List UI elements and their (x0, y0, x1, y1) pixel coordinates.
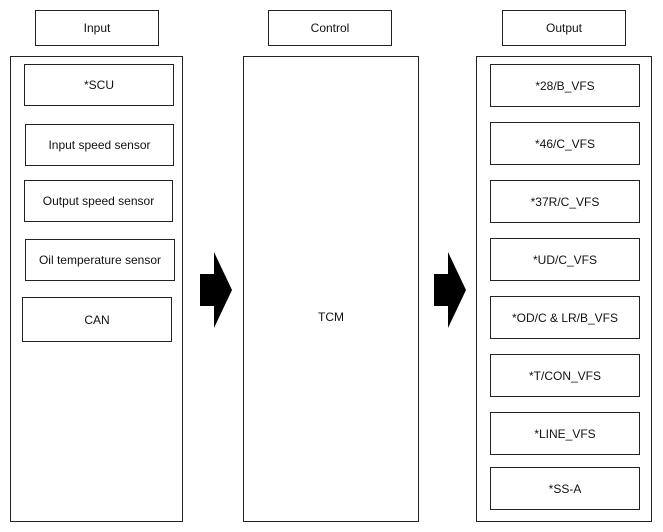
output-udc-vfs: *UD/C_VFS (490, 238, 640, 281)
input-speed-sensor: Input speed sensor (25, 124, 174, 166)
output-tcon-vfs: *T/CON_VFS (490, 354, 640, 397)
output-line-vfs: *LINE_VFS (490, 412, 640, 455)
output-46c-vfs: *46/C_VFS (490, 122, 640, 165)
output-28b-vfs: *28/B_VFS (490, 64, 640, 107)
control-header: Control (268, 10, 392, 46)
output-37rc-vfs: *37R/C_VFS (490, 180, 640, 223)
input-to-control-arrow-icon (200, 252, 232, 328)
input-scu: *SCU (24, 64, 174, 106)
output-odc-lrb-vfs: *OD/C & LR/B_VFS (490, 296, 640, 339)
output-ss-a: *SS-A (490, 467, 640, 510)
control-column (243, 56, 419, 522)
input-header: Input (35, 10, 159, 46)
control-to-output-arrow-icon (434, 252, 466, 328)
output-header: Output (502, 10, 626, 46)
output-speed-sensor: Output speed sensor (24, 180, 173, 222)
oil-temperature-sensor: Oil temperature sensor (25, 239, 175, 281)
input-can: CAN (22, 297, 172, 342)
tcm-label: TCM (318, 310, 344, 324)
